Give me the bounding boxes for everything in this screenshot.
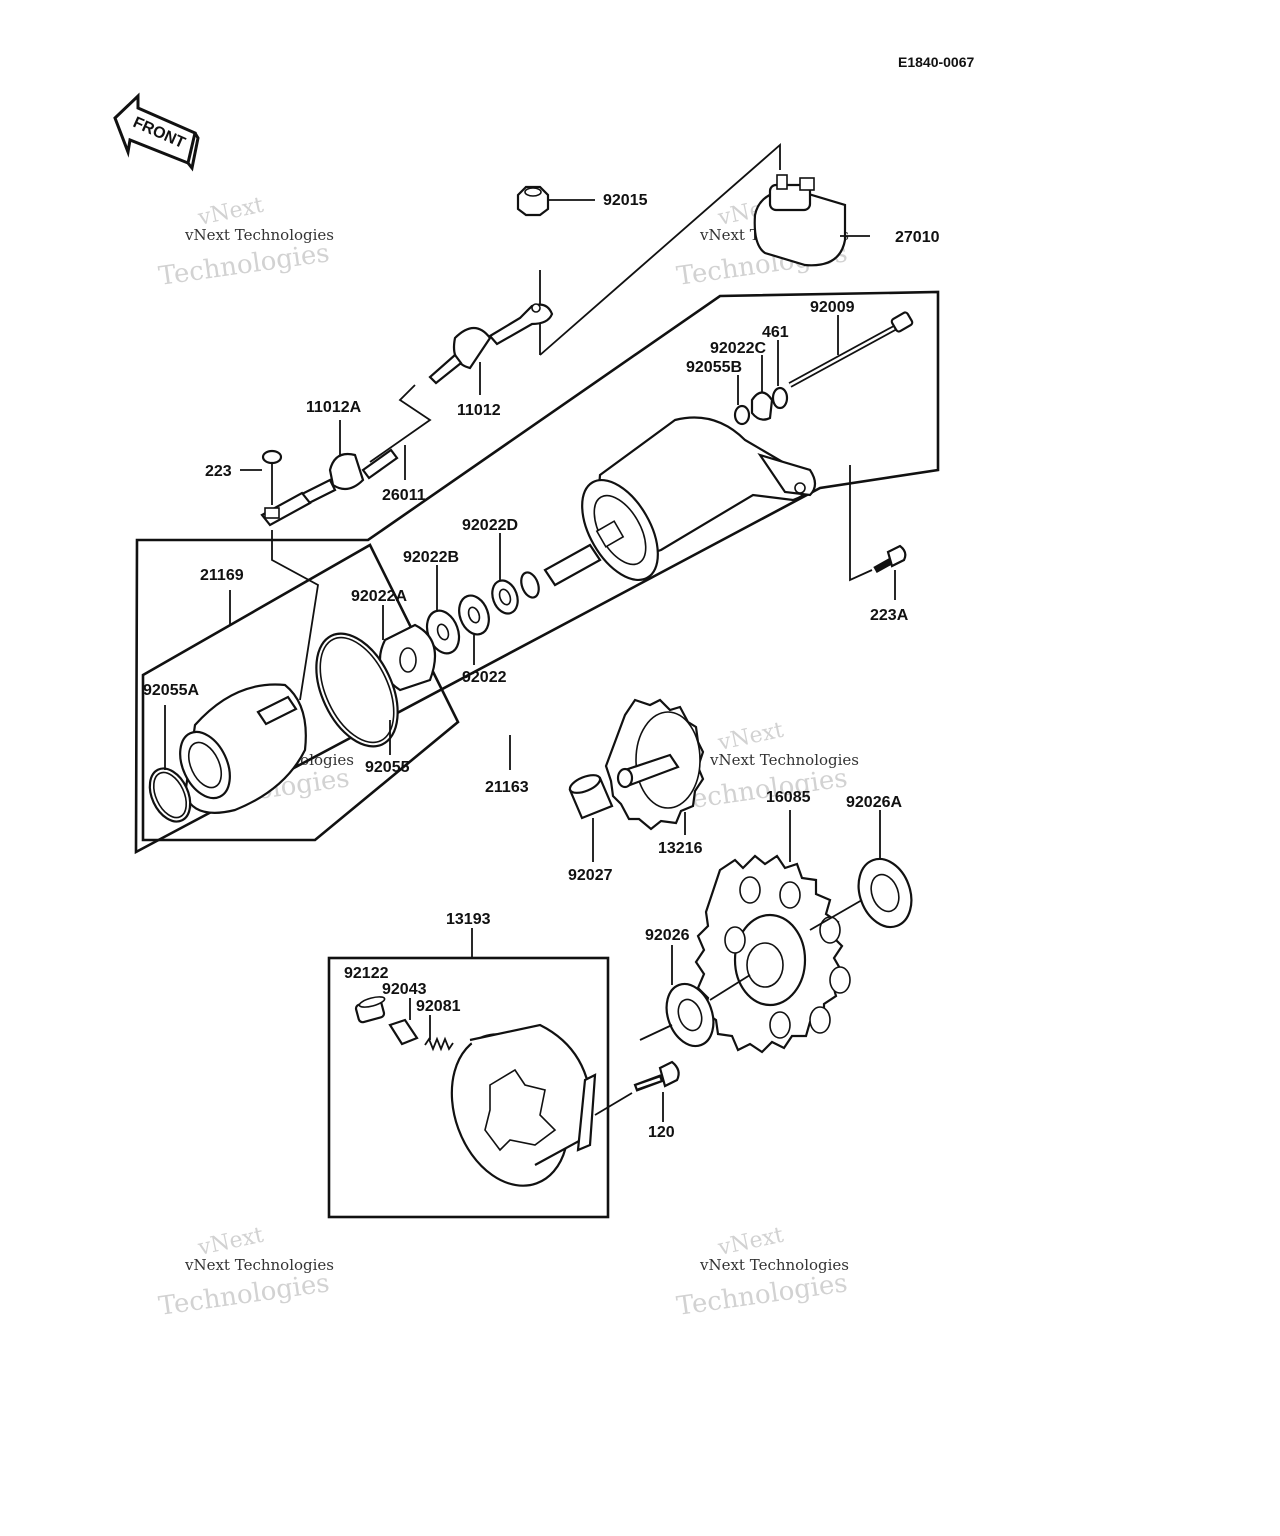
label-11012: 11012: [457, 402, 501, 419]
svg-text:Technologies: Technologies: [675, 1268, 850, 1322]
roller-92122: [354, 996, 386, 1024]
svg-text:vNext Technologies: vNext Technologies: [699, 1256, 849, 1274]
washer-92026A: [809, 810, 913, 931]
label-120: 120: [648, 1124, 675, 1141]
diagram-code: E1840-0067: [898, 54, 975, 70]
label-461: 461: [762, 324, 789, 341]
label-92055: 92055: [365, 759, 410, 776]
label-13193: 13193: [446, 911, 491, 928]
svg-text:Technologies: Technologies: [157, 1268, 332, 1322]
starter-relay-27010: [753, 174, 870, 267]
pin-92027: [568, 774, 614, 862]
end-cover-group-frame: [141, 543, 460, 842]
bolt-120: [594, 1060, 680, 1122]
spring-92081: [424, 1015, 454, 1052]
svg-text:vNext Technologies: vNext Technologies: [709, 751, 859, 769]
label-223A: 223A: [870, 607, 909, 624]
front-arrow-icon: FRONT: [113, 92, 200, 172]
o-ring-92055B: [733, 375, 751, 426]
label-21163: 21163: [485, 779, 529, 796]
label-223: 223: [205, 463, 232, 480]
idler-gear-13216: [604, 698, 705, 835]
label-92022B: 92022B: [403, 549, 459, 566]
starter-motor-body: [543, 416, 817, 587]
label-11012A: 11012A: [306, 399, 362, 416]
label-16085: 16085: [766, 789, 811, 806]
label-92015: 92015: [603, 192, 648, 209]
watermark-top-left: vNext vNext Technologies Technologies: [157, 193, 334, 292]
watermark-bottom-left: vNext vNext Technologies Technologies: [157, 1223, 334, 1322]
washer-92022D: [491, 533, 540, 615]
label-92055A: 92055A: [143, 682, 199, 699]
watermark-bottom-right: vNext vNext Technologies Technologies: [675, 1223, 850, 1322]
label-92027: 92027: [568, 867, 613, 884]
label-92022C: 92022C: [710, 340, 766, 357]
screw-223: [240, 449, 312, 527]
relay-leader: [539, 143, 781, 356]
washer-92022: [458, 594, 490, 665]
label-92055B: 92055B: [686, 359, 742, 376]
nut-92015: [516, 185, 595, 217]
label-13216: 13216: [658, 840, 703, 857]
label-92043: 92043: [382, 981, 427, 998]
cable-cap-11012: [428, 303, 554, 395]
o-ring-92055: [315, 632, 399, 755]
boot-11012A: [298, 420, 399, 507]
label-92026A: 92026A: [846, 794, 902, 811]
label-26011: 26011: [382, 487, 426, 504]
label-92009: 92009: [810, 299, 855, 316]
one-way-clutch-13193: [450, 1023, 597, 1187]
plate-92022C: [750, 355, 774, 421]
label-92022D: 92022D: [462, 517, 518, 534]
washer-92026: [639, 945, 751, 1048]
cable-26011: [369, 384, 432, 463]
label-92022: 92022: [462, 669, 507, 686]
label-92026: 92026: [645, 927, 690, 944]
spring-cap-92043: [388, 998, 419, 1046]
brush-plate-92022A: [378, 605, 437, 692]
o-ring-92055A: [148, 705, 192, 823]
svg-text:vNext Technologies: vNext Technologies: [184, 226, 334, 244]
label-27010: 27010: [895, 229, 940, 246]
end-cover-21169: [179, 590, 307, 814]
label-92022A: 92022A: [351, 588, 407, 605]
terminal-leader-21169: [271, 530, 319, 701]
svg-text:Technologies: Technologies: [157, 238, 332, 292]
label-92122: 92122: [344, 965, 389, 982]
clutch-gear-16085: [694, 810, 851, 1054]
washer-92022B: [425, 565, 461, 655]
washer-461: [771, 340, 789, 410]
through-bolt-92009: [788, 311, 914, 388]
label-21169: 21169: [200, 567, 244, 584]
bolt-223A: [849, 465, 907, 600]
svg-text:vNext Technologies: vNext Technologies: [184, 1256, 334, 1274]
label-92081: 92081: [416, 998, 461, 1015]
clutch-group-frame: [327, 956, 610, 1219]
